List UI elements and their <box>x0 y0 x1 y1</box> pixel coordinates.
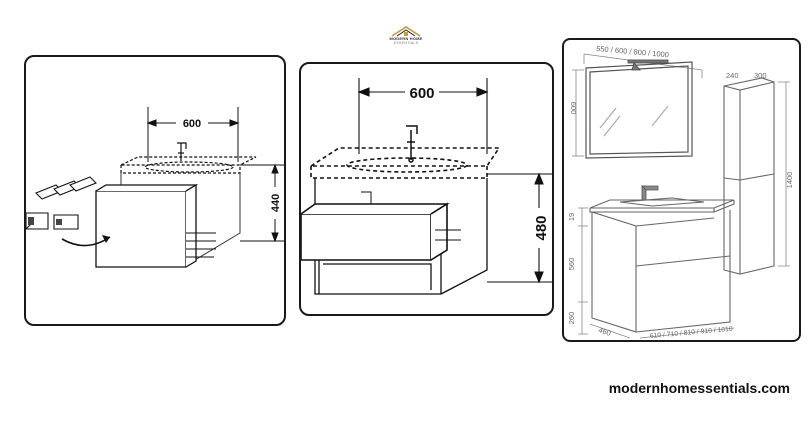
drawing-panel-middle: 600 <box>299 62 554 316</box>
cabinet-depth-label: 240 <box>726 71 739 80</box>
height-dimension-label: 480 <box>533 215 550 240</box>
website-text: modernhomessentials.com <box>608 380 790 396</box>
width-dimension-label: 600 <box>183 118 201 130</box>
vanity-open-drawers-drawing: 600 <box>301 78 552 295</box>
vanity-height-label: 560 <box>567 258 576 271</box>
logo-tagline-text: ESSENTIALS <box>393 41 419 45</box>
vanity-depth-label: 460 <box>597 325 612 337</box>
drawing-panel-left: 600 <box>24 55 286 326</box>
bathroom-set-dimensions-drawing: 550 / 600 / 800 / 1000 600 <box>567 44 794 340</box>
mirror-height-label: 600 <box>569 102 578 115</box>
cabinet-width-label: 300 <box>754 71 767 80</box>
logo-brand-text: MODERN HOME <box>389 36 423 41</box>
top-thickness-label: 19 <box>567 213 576 221</box>
vanity-width-label: 610 / 710 / 810 / 910 / 1010 <box>650 326 734 340</box>
width-dimension-label: 600 <box>409 85 434 102</box>
cabinet-height-label: 1400 <box>785 172 794 189</box>
curved-arrow-icon <box>61 235 111 247</box>
legs-height-label: 260 <box>567 312 576 325</box>
logo-icon <box>391 26 421 37</box>
height-dimension-label: 440 <box>270 194 282 212</box>
drawing-panel-right: 550 / 600 / 800 / 1000 600 <box>562 38 801 342</box>
vanity-drawer-drawing: 600 <box>26 107 284 268</box>
